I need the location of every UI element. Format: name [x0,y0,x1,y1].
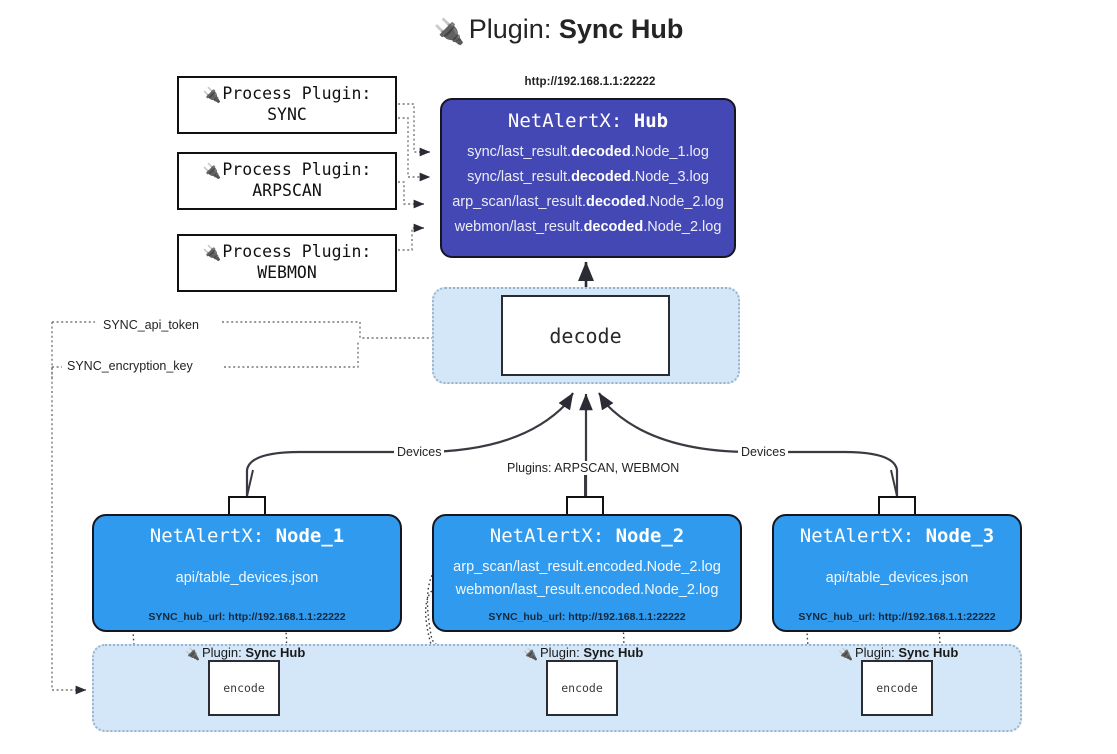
node-hub-url: SYNC_hub_url: http://192.168.1.1:22222 [798,611,996,623]
node-prefix: NetAlertX: [489,525,605,547]
hub-prefix: NetAlertX: [507,110,623,132]
hub-log-line: sync/last_result.decoded.Node_3.log [467,168,709,185]
plug-icon: 🔌 [838,647,853,661]
process-plugin-name: WEBMON [257,263,317,283]
node-line: api/table_devices.json [825,570,969,587]
plug-icon: 🔌 [523,647,538,661]
label-plugins-center: Plugins: ARPSCAN, WEBMON [504,461,683,475]
node-2[interactable]: NetAlertX: Node_2 arp_scan/last_result.e… [432,514,742,632]
label-sync-encryption-key: SYNC_encryption_key [64,359,196,373]
node-name: Node_3 [925,525,995,547]
label-devices-left: Devices [394,445,445,459]
encode-caption-3: 🔌Plugin: Sync Hub [838,645,959,661]
hub-log-line: sync/last_result.decoded.Node_1.log [467,144,709,160]
process-plugin-label: Process Plugin: [222,84,372,104]
page-title: 🔌Plugin: Sync Hub [0,14,1117,47]
process-plugin-webmon[interactable]: 🔌Process Plugin: WEBMON [177,234,397,292]
label-devices-right: Devices [738,445,789,459]
encode-caption-2: 🔌Plugin: Sync Hub [523,645,644,661]
node-prefix: NetAlertX: [799,525,915,547]
process-plugin-label: Process Plugin: [222,242,372,262]
encode-box-2[interactable]: encode [546,660,618,716]
node-line: api/table_devices.json [175,570,319,587]
hub-title: NetAlertX: Hub [508,110,668,132]
node-hub-url: SYNC_hub_url: http://192.168.1.1:22222 [148,611,346,623]
encode-caption-1: 🔌Plugin: Sync Hub [185,645,306,661]
hub-log-line: webmon/last_result.decoded.Node_2.log [454,218,722,235]
plug-icon: 🔌 [185,647,200,661]
node-line: webmon/last_result.encoded.Node_2.log [455,582,719,598]
encode-box-1[interactable]: encode [208,660,280,716]
node-prefix: NetAlertX: [149,525,265,547]
process-plugin-sync[interactable]: 🔌Process Plugin: SYNC [177,76,397,134]
node-1[interactable]: NetAlertX: Node_1 api/table_devices.json… [92,514,402,632]
process-plugin-arpscan[interactable]: 🔌Process Plugin: ARPSCAN [177,152,397,210]
page-title-label: Plugin: [468,14,552,44]
plug-icon: 🔌 [202,244,222,263]
node-name: Node_1 [275,525,345,547]
encode-box-3[interactable]: encode [861,660,933,716]
process-plugin-label: Process Plugin: [222,160,372,180]
decode-box[interactable]: decode [501,295,670,376]
plug-icon: 🔌 [202,162,222,181]
node-name: Node_2 [615,525,685,547]
label-sync-api-token: SYNC_api_token [100,318,202,332]
hub-url-label: http://192.168.1.1:22222 [524,76,656,88]
hub-name: Hub [633,110,669,132]
node-title: NetAlertX: Node_1 [150,525,344,547]
node-line: arp_scan/last_result.encoded.Node_2.log [453,558,721,575]
node-3[interactable]: NetAlertX: Node_3 api/table_devices.json… [772,514,1022,632]
hub-node[interactable]: NetAlertX: Hub sync/last_result.decoded.… [440,98,736,258]
node-title: NetAlertX: Node_3 [800,525,994,547]
process-plugin-name: SYNC [267,105,307,125]
node-hub-url: SYNC_hub_url: http://192.168.1.1:22222 [488,611,686,623]
page-title-value: Sync Hub [558,14,684,44]
node-title: NetAlertX: Node_2 [490,525,684,547]
plug-icon: 🔌 [433,18,465,46]
process-plugin-name: ARPSCAN [252,181,322,201]
hub-log-line: arp_scan/last_result.decoded.Node_2.log [452,193,724,210]
plug-icon: 🔌 [202,86,222,105]
